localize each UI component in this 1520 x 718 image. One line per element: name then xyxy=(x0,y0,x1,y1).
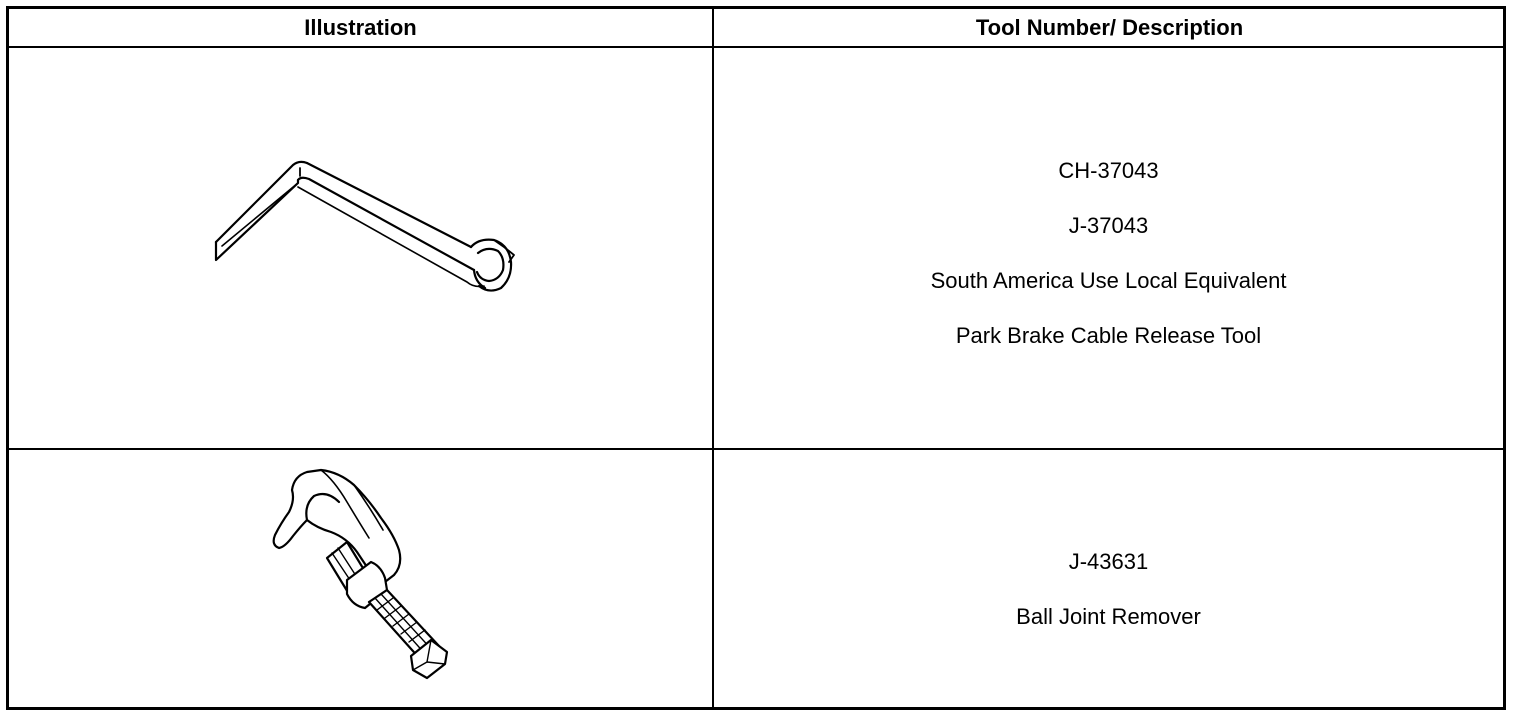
tool-note: South America Use Local Equivalent xyxy=(930,268,1287,293)
row-divider xyxy=(9,448,1503,450)
park-brake-cable-release-tool-icon xyxy=(214,160,515,292)
tool-description: Park Brake Cable Release Tool xyxy=(955,323,1262,348)
table-row-2-illustration xyxy=(9,450,712,707)
tool-table: Illustration Tool Number/ Description xyxy=(6,6,1506,710)
column-divider xyxy=(712,9,714,707)
tool-number-primary: CH-37043 xyxy=(1058,158,1159,183)
tool-number-secondary: J-37043 xyxy=(1068,213,1149,238)
table-row-2-description: J-43631 Ball Joint Remover xyxy=(714,450,1503,707)
ball-joint-remover-icon xyxy=(272,468,449,680)
tool-number-primary: J-43631 xyxy=(1068,549,1149,574)
table-row-1-illustration xyxy=(9,50,712,448)
header-illustration: Illustration xyxy=(9,9,712,48)
table-row-1-description: CH-37043 J-37043 South America Use Local… xyxy=(714,50,1503,448)
tool-description: Ball Joint Remover xyxy=(1016,604,1201,629)
header-tool-number-description: Tool Number/ Description xyxy=(714,9,1505,48)
